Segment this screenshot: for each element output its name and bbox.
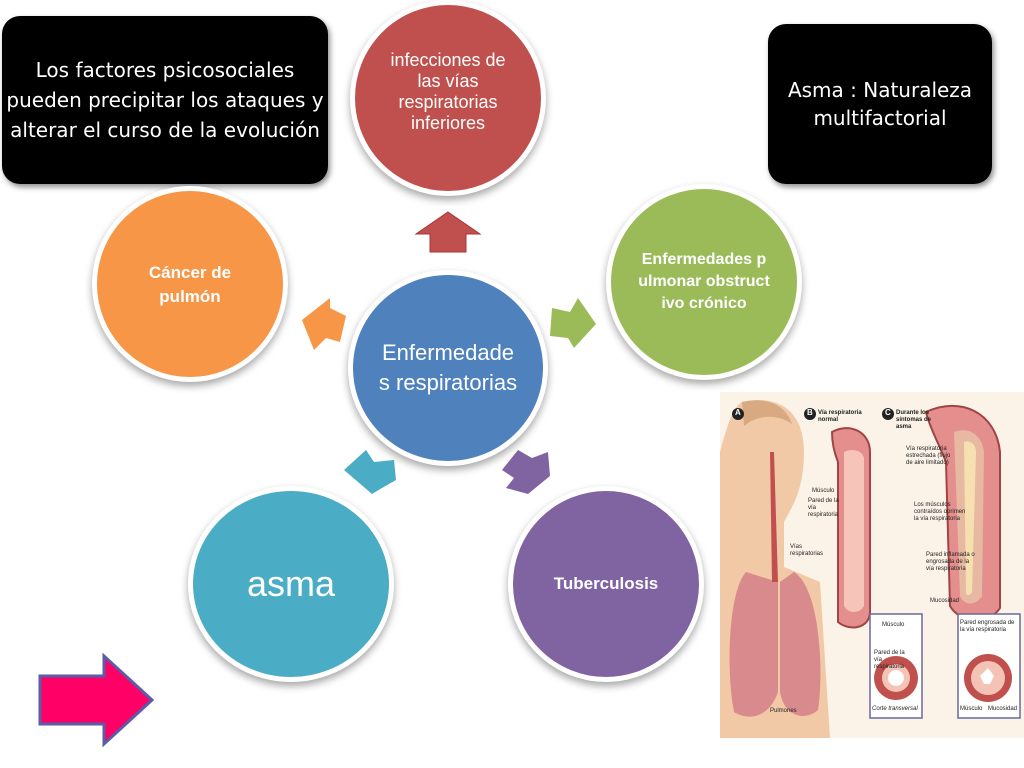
psychosocial-factors-note: Los factores psicosociales pueden precip…: [2, 16, 328, 184]
center-label: Enfermedades respiratorias: [378, 340, 518, 395]
label-musculo-box: Músculo: [882, 622, 905, 628]
arrow-to-cancer: [302, 298, 346, 350]
label-corte: Corte transversal: [872, 706, 918, 712]
node-asma: asma: [188, 486, 394, 682]
label-mucosidad: Mucosidad: [930, 598, 960, 604]
label-normal-airway: Vía respiratoria normal: [818, 410, 862, 423]
right-arrow-icon[interactable]: [38, 652, 156, 748]
asthma-airway-illustration: A B C Vía respiratoria normal Durante lo…: [720, 392, 1024, 738]
label-mucosidad-2: Mucosidad: [988, 706, 1018, 712]
node-tuberculosis: Tuberculosis: [508, 486, 704, 682]
node-epoc: Enfermedades pulmonar obstructivo crónic…: [606, 184, 802, 380]
node-cancer-pulmon: Cáncer de pulmón: [92, 186, 288, 382]
label-inflamada: Pared inflamada o engrosada de la vía re…: [926, 552, 975, 572]
panel-a-badge: A: [735, 408, 741, 417]
asthma-multifactorial-text: Asma : Naturaleza multifactorial: [787, 78, 973, 130]
label-musculo-2: Músculo: [960, 706, 983, 712]
node-asma-label: asma: [246, 563, 336, 604]
arrow-to-epoc: [550, 298, 596, 348]
node-cancer-label: Cáncer de pulmón: [148, 263, 232, 306]
label-pared-box: Pared de la vía respiratoria: [874, 650, 905, 670]
label-vias: Vías respiratorias: [790, 544, 824, 557]
panel-c-badge: C: [885, 408, 891, 417]
node-tuberculosis-label: Tuberculosis: [553, 574, 659, 593]
node-infecciones-label: infecciones de las vías respiratorias in…: [390, 50, 506, 133]
label-pared: Pared de la vía respiratoria: [808, 498, 839, 518]
asthma-multifactorial-note: Asma : Naturaleza multifactorial: [768, 24, 992, 184]
label-musculo: Músculo: [812, 488, 835, 494]
panel-b-badge: B: [807, 408, 813, 417]
label-estrechada: Vía respiratoria estrechada (flujo de ai…: [906, 446, 951, 466]
arrow-to-infecciones: [414, 211, 482, 253]
label-engrosada: Pared engrosada de la vía respiratoria: [960, 620, 1015, 633]
arrow-to-asma: [344, 450, 396, 494]
arrow-to-tuberculosis: [502, 450, 550, 494]
label-pulmones: Pulmones: [770, 708, 797, 714]
node-infecciones: infecciones de las vías respiratorias in…: [350, 0, 546, 196]
label-during-asthma: Durante los síntomas de asma: [896, 410, 932, 430]
psychosocial-factors-text: Los factores psicosociales pueden precip…: [6, 58, 324, 142]
node-enfermedades-respiratorias: Enfermedades respiratorias: [348, 270, 548, 466]
node-epoc-label: Enfermedades pulmonar obstructivo crónic…: [638, 251, 770, 312]
label-contraidos: Los músculos contraídos oprimen la vía r…: [914, 502, 966, 522]
